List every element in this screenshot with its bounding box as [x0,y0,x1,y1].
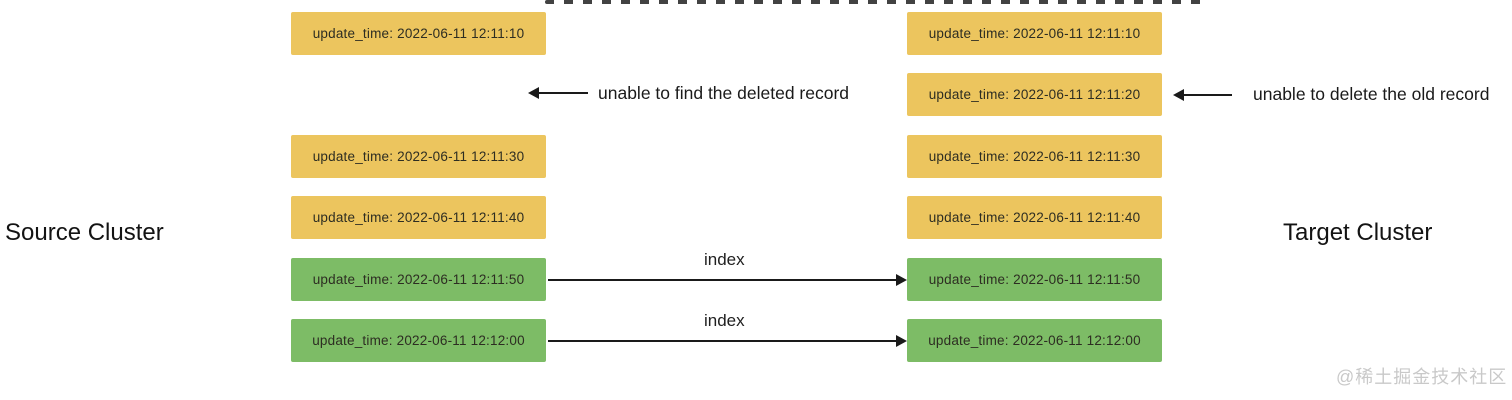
target-record: update_time: 2022-06-11 12:11:10 [907,12,1162,55]
target-record: update_time: 2022-06-11 12:12:00 [907,319,1162,362]
source-record: update_time: 2022-06-11 12:11:10 [291,12,546,55]
left-arrowhead-icon [528,87,539,99]
index-arrow-shaft [548,340,897,342]
index-flow-label: index [704,250,745,269]
left-arrow-shaft [1181,94,1232,96]
left-arrow-shaft [536,92,588,94]
source-record: update_time: 2022-06-11 12:11:50 [291,258,546,301]
source-record: update_time: 2022-06-11 12:11:30 [291,135,546,178]
source-record: update_time: 2022-06-11 12:11:40 [291,196,546,239]
index-arrow-shaft [548,279,897,281]
find-deleted-annotation: unable to find the deleted record [598,83,850,103]
right-arrowhead-icon [896,274,907,286]
index-flow-label: index [704,311,745,330]
delete-old-annotation: unable to delete the old record [1253,84,1490,104]
right-arrowhead-icon [896,335,907,347]
target-cluster-title: Target Cluster [1283,219,1433,246]
juejin-watermark: @稀土掘金技术社区 [1336,367,1508,387]
dashed-boundary-line [545,0,1205,4]
target-record: update_time: 2022-06-11 12:11:30 [907,135,1162,178]
left-arrowhead-icon [1173,89,1184,101]
source-cluster-title: Source Cluster [5,219,164,246]
target-record: update_time: 2022-06-11 12:11:20 [907,73,1162,116]
target-record: update_time: 2022-06-11 12:11:50 [907,258,1162,301]
source-record: update_time: 2022-06-11 12:12:00 [291,319,546,362]
target-record: update_time: 2022-06-11 12:11:40 [907,196,1162,239]
